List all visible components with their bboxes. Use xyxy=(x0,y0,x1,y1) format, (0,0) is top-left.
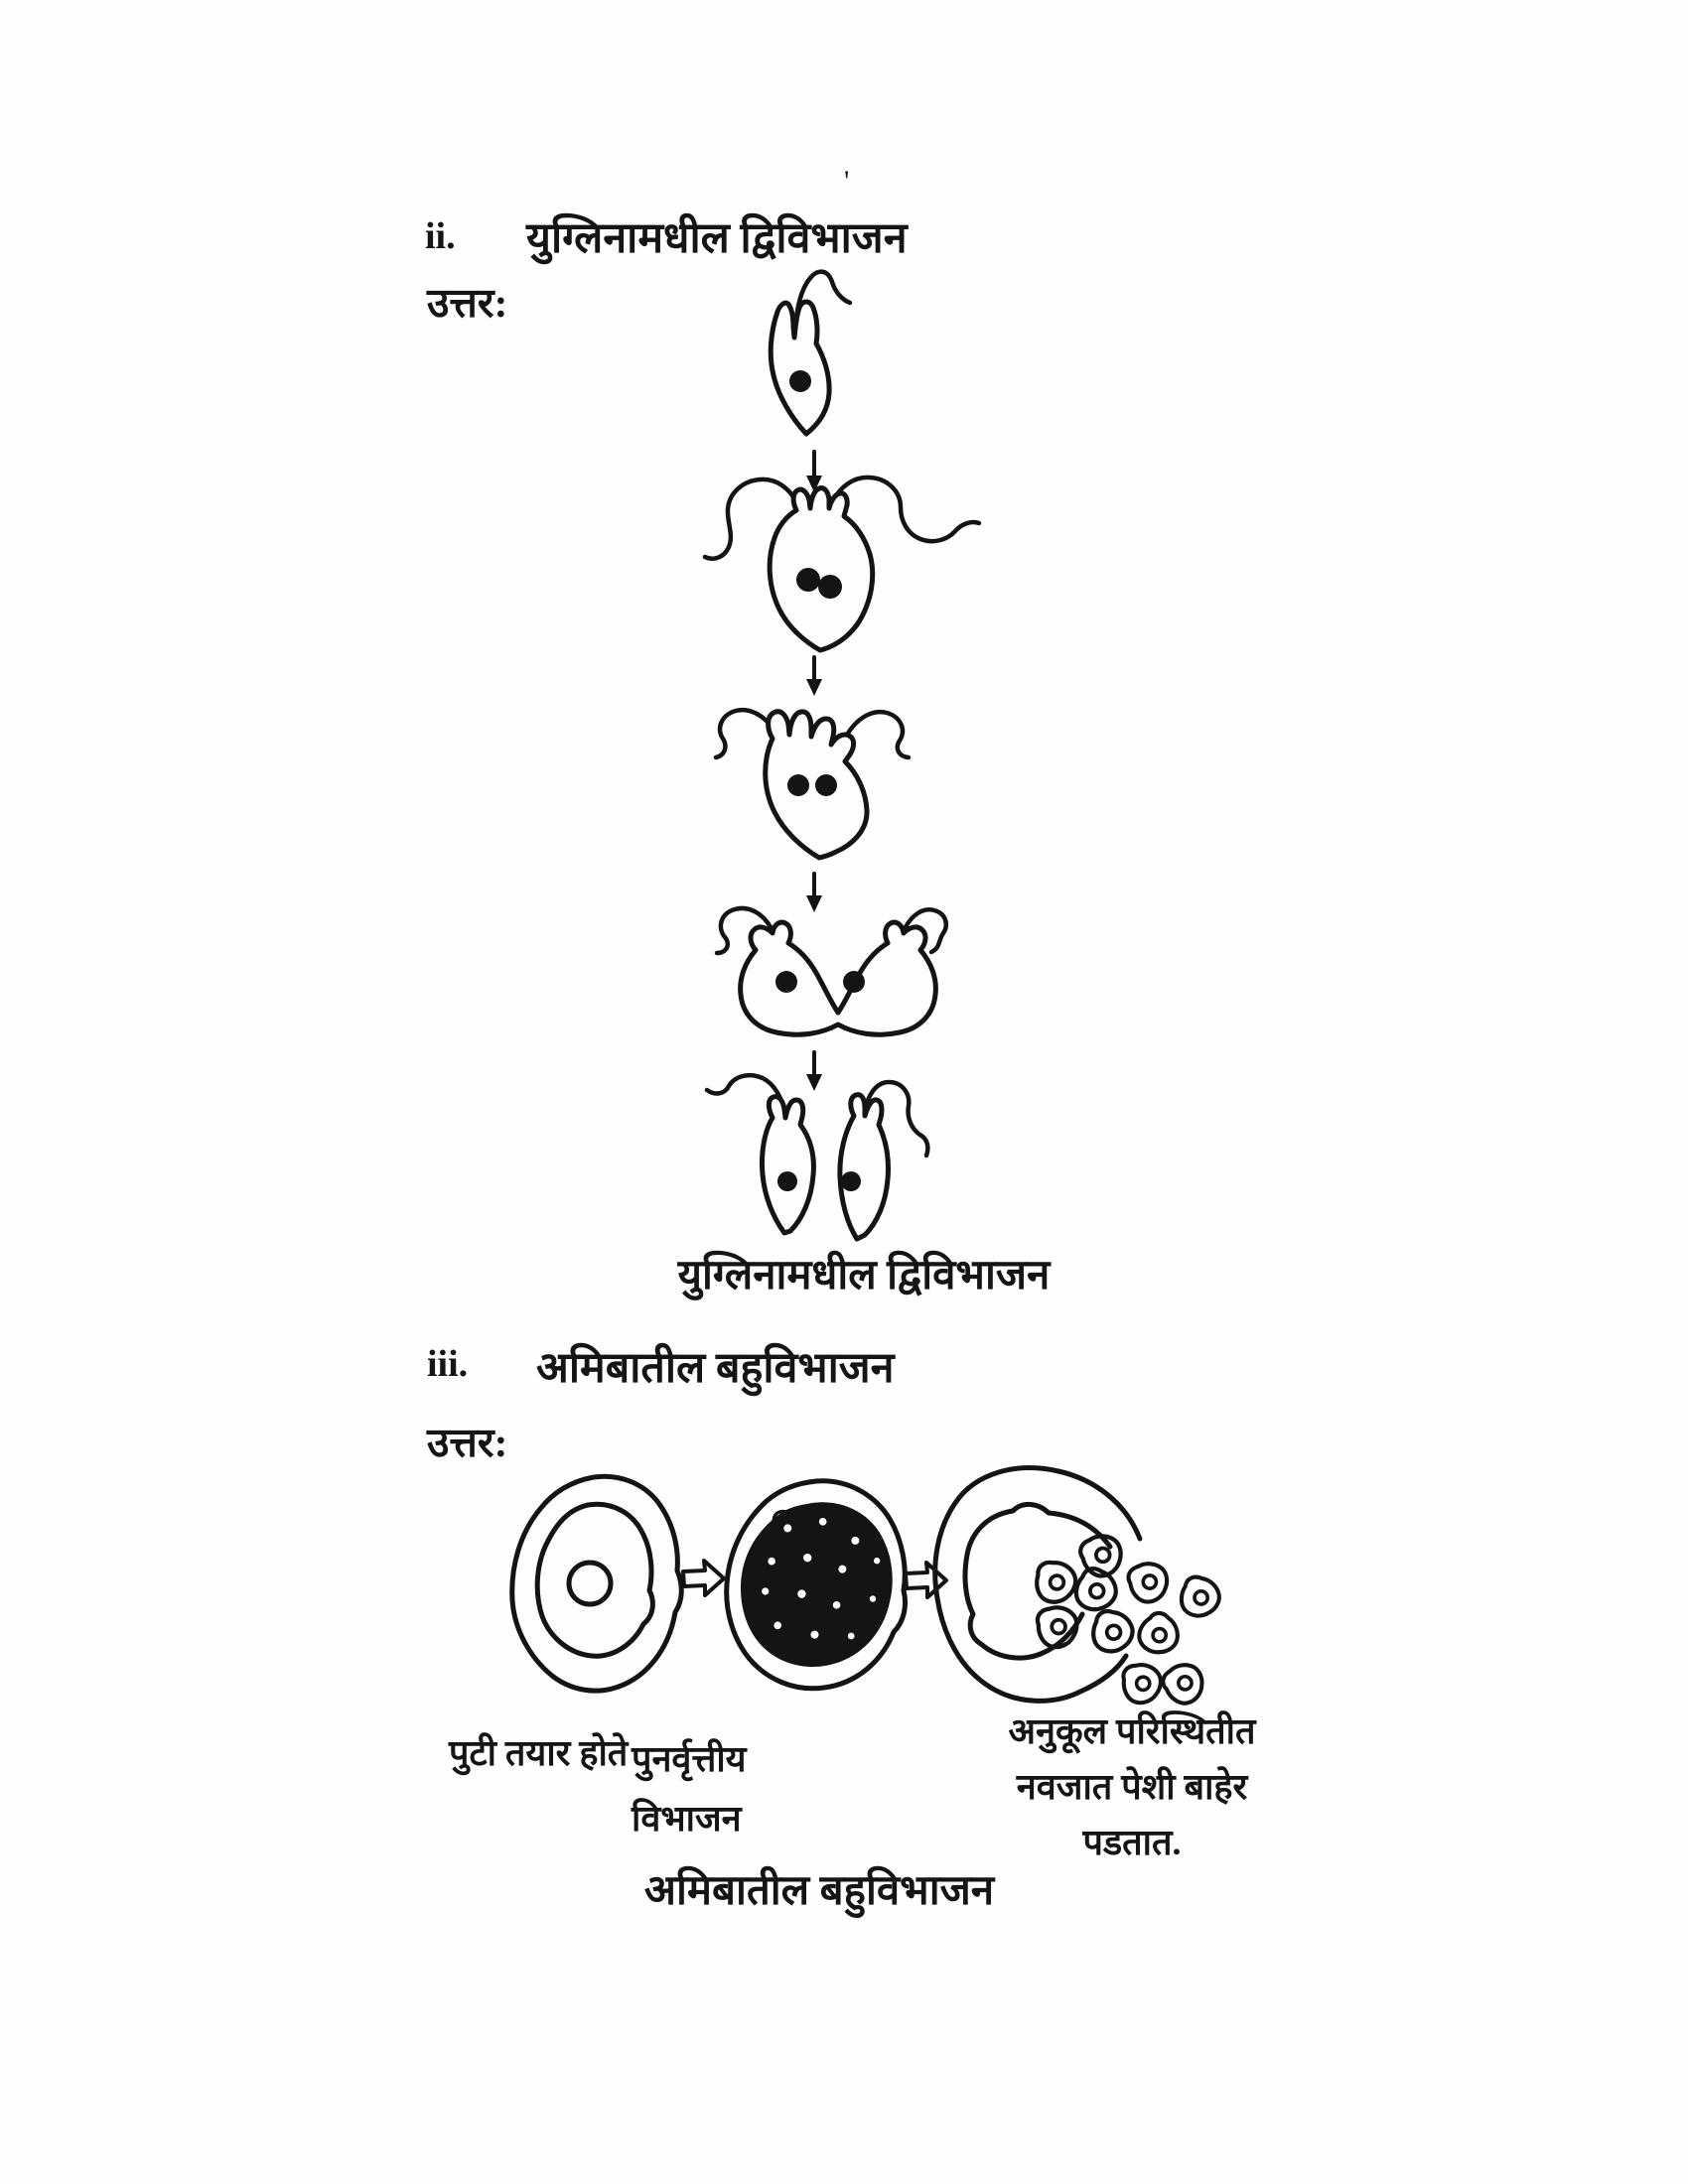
right-arrow-icon xyxy=(904,1561,948,1599)
euglena-stage-2 xyxy=(702,475,982,653)
label-repeated-division: पुनर्वृत्तीय विभाजन xyxy=(632,1729,747,1848)
section-iii-answer-label: उत्तर: xyxy=(427,1420,508,1465)
euglena-figure-caption: युग्लिनामधील द्विविभाजन xyxy=(677,1253,1051,1298)
nucleus xyxy=(566,1560,614,1607)
label-line: अनुकूल परिस्थितीत xyxy=(1008,1711,1256,1751)
nucleus xyxy=(787,774,809,796)
amoeba-multiple-fission-figure xyxy=(509,1465,1311,1747)
label-line: विभाजन xyxy=(632,1799,742,1839)
label-cyst-forms: पुटी तयार होते xyxy=(449,1733,629,1773)
cyst-wall xyxy=(534,1501,655,1659)
nucleus xyxy=(775,971,797,993)
section-ii-title: युग्लिनामधील द्विविभाजन xyxy=(526,215,908,262)
ruptured-cyst-inner-wall xyxy=(962,1502,1113,1661)
section-iii-title: अमिबातील बहुविभाजन xyxy=(536,1345,895,1392)
amoeba-repeated-division-stage xyxy=(724,1478,909,1692)
section-ii-number: ii. xyxy=(425,215,456,257)
euglena-stage-1 xyxy=(768,269,853,437)
right-arrow-icon xyxy=(681,1559,726,1597)
euglena-stage-3 xyxy=(713,707,912,861)
label-line: नवजात पेशी बाहेर xyxy=(1016,1767,1248,1807)
euglena-binary-fission-figure xyxy=(702,269,982,1242)
nucleus xyxy=(818,575,842,599)
section-iii-number: iii. xyxy=(427,1343,469,1385)
nucleus xyxy=(777,1171,797,1191)
nucleus xyxy=(843,971,865,993)
label-line: पडतात. xyxy=(1082,1823,1182,1862)
euglena-stage-4 xyxy=(714,905,948,1037)
nucleus xyxy=(789,370,811,392)
amoeba-figure-caption: अमिबातील बहुविभाजन xyxy=(643,1868,995,1914)
section-ii-answer-label: उत्तर: xyxy=(427,280,508,326)
stray-apostrophe-mark: ' xyxy=(844,165,850,198)
euglena-stage-5 xyxy=(704,1073,930,1242)
nucleus xyxy=(841,1171,861,1191)
nucleus xyxy=(815,774,837,796)
nucleus xyxy=(796,568,820,592)
amoeba-cyst-stage xyxy=(509,1473,684,1694)
amoeba-cells-escaping-stage xyxy=(932,1465,1225,1709)
label-line: पुनर्वृत्तीय xyxy=(632,1739,747,1779)
flagellum xyxy=(792,269,853,335)
label-cells-escape: अनुकूल परिस्थितीत नवजात पेशी बाहेर पडतात… xyxy=(988,1704,1276,1870)
ruptured-cyst-outer-wall xyxy=(932,1465,1143,1704)
